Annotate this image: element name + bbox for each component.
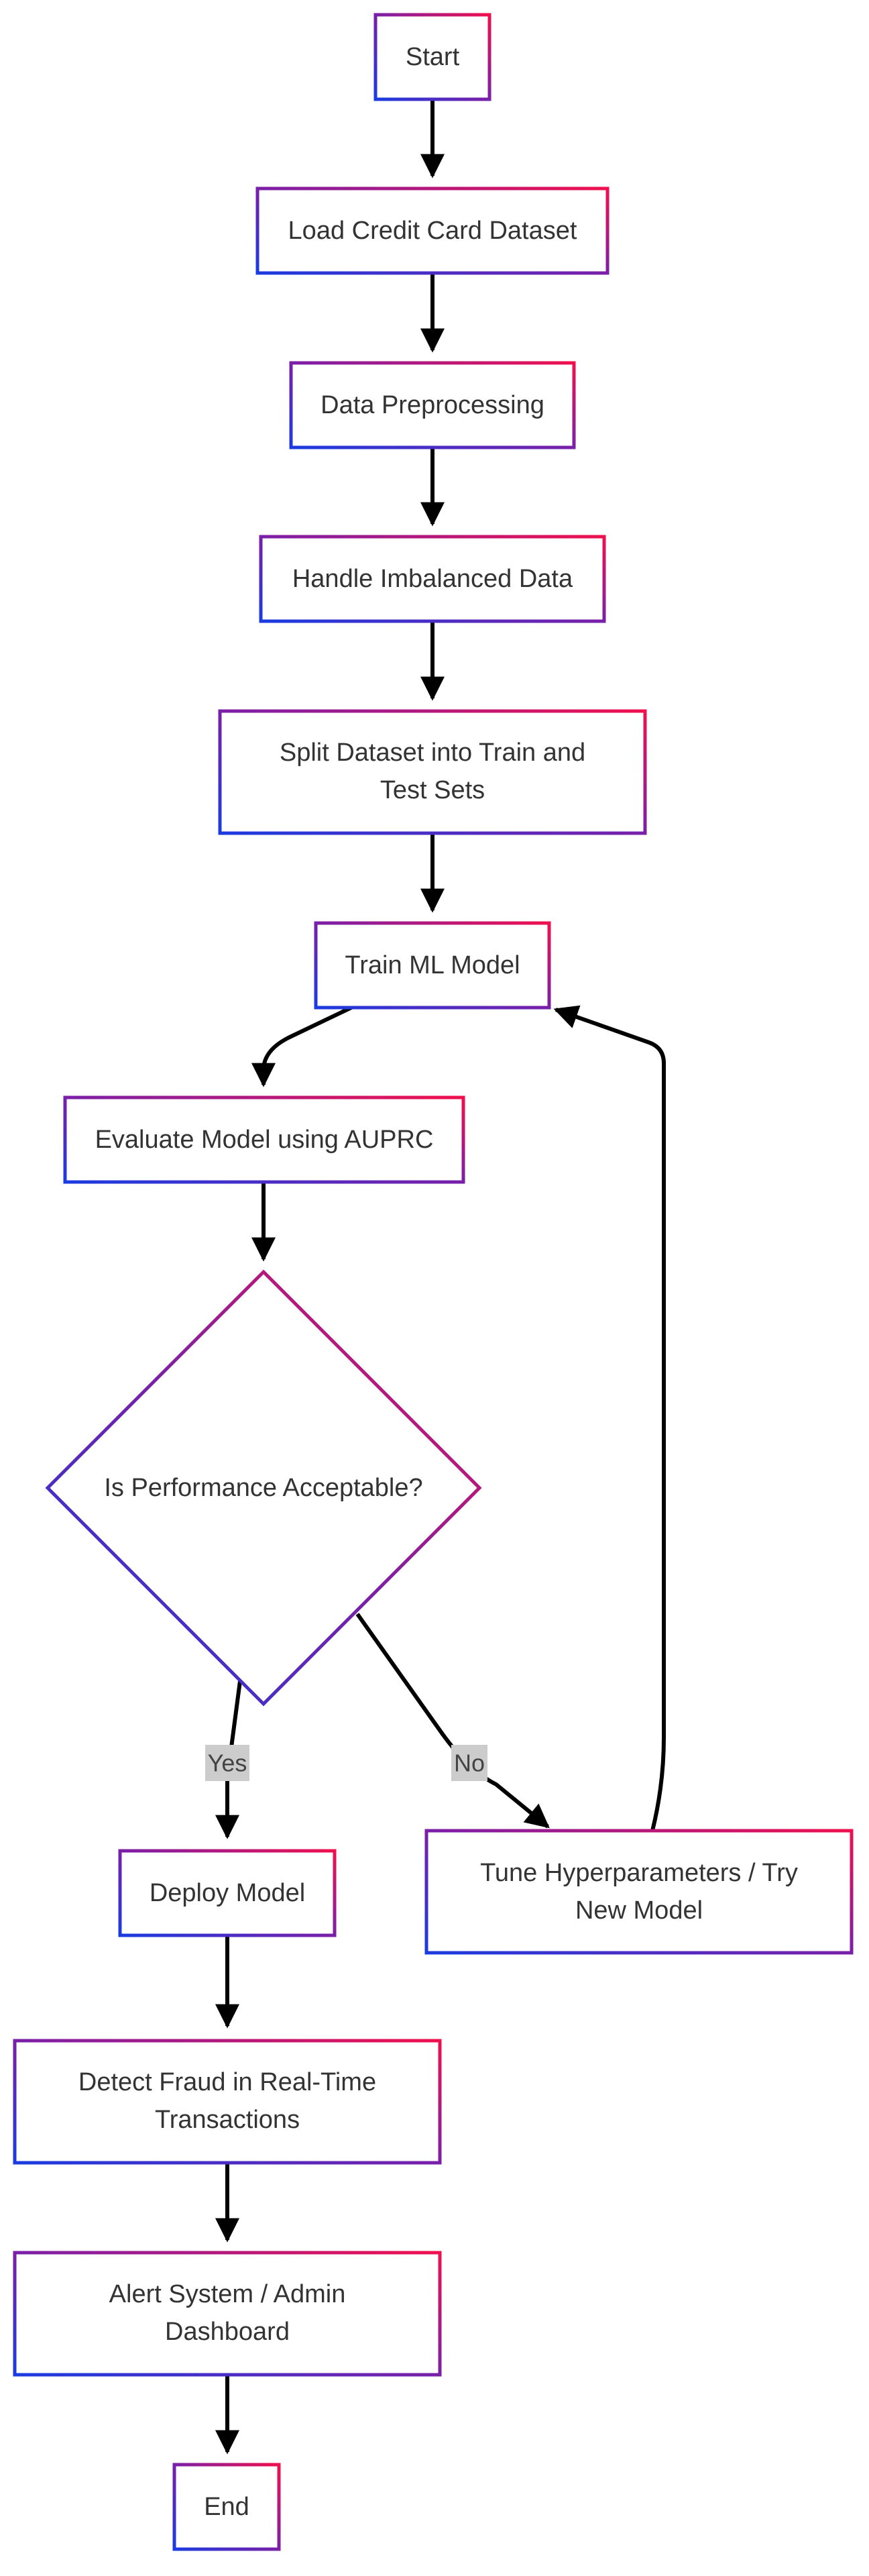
svg-text:Transactions: Transactions (155, 2106, 300, 2134)
node-detect-fraud: Detect Fraud in Real-Time Transactions (13, 2039, 442, 2165)
svg-text:Train ML Model: Train ML Model (345, 951, 520, 979)
svg-text:Data Preprocessing: Data Preprocessing (321, 391, 544, 419)
node-handle-imbalanced: Handle Imbalanced Data (259, 535, 606, 623)
svg-text:Test Sets: Test Sets (380, 776, 485, 804)
node-split-dataset: Split Dataset into Train and Test Sets (218, 709, 647, 835)
svg-text:Detect Fraud in Real-Time: Detect Fraud in Real-Time (78, 2068, 376, 2096)
node-train-model: Train ML Model (314, 921, 551, 1010)
node-tune-hyperparameters: Tune Hyperparameters / Try New Model (424, 1829, 854, 1955)
edge-tune-train (553, 1005, 666, 1831)
svg-text:Split Dataset into Train and: Split Dataset into Train and (280, 739, 585, 767)
svg-text:End: End (204, 2493, 249, 2521)
edge-decision-tune (355, 1613, 550, 1829)
node-load-dataset: Load Credit Card Dataset (255, 186, 610, 275)
node-start: Start (373, 13, 491, 101)
edge-label-no: No (451, 1745, 487, 1781)
svg-text:Is Performance Acceptable?: Is Performance Acceptable? (104, 1474, 422, 1502)
svg-text:Load Credit Card Dataset: Load Credit Card Dataset (288, 217, 577, 245)
svg-text:Tune Hyperparameters / Try: Tune Hyperparameters / Try (480, 1859, 798, 1887)
node-deploy-model: Deploy Model (118, 1849, 337, 1937)
node-evaluate-model: Evaluate Model using AUPRC (63, 1095, 465, 1184)
node-alert-system: Alert System / Admin Dashboard (13, 2251, 442, 2377)
edge-label-yes: Yes (205, 1745, 249, 1781)
svg-text:Deploy Model: Deploy Model (150, 1879, 305, 1907)
svg-text:Yes: Yes (208, 1750, 247, 1777)
svg-text:Dashboard: Dashboard (165, 2318, 290, 2346)
node-decision: Is Performance Acceptable? (45, 1269, 482, 1707)
svg-text:Start: Start (406, 43, 460, 71)
node-data-preprocessing: Data Preprocessing (289, 361, 576, 449)
edge-train-evaluate (251, 1005, 354, 1087)
svg-text:Evaluate Model using AUPRC: Evaluate Model using AUPRC (95, 1126, 434, 1154)
svg-text:New Model: New Model (575, 1896, 703, 1925)
node-end: End (172, 2463, 281, 2551)
svg-text:Alert System / Admin: Alert System / Admin (109, 2280, 346, 2308)
svg-text:No: No (454, 1750, 485, 1777)
svg-text:Handle Imbalanced Data: Handle Imbalanced Data (292, 565, 573, 593)
